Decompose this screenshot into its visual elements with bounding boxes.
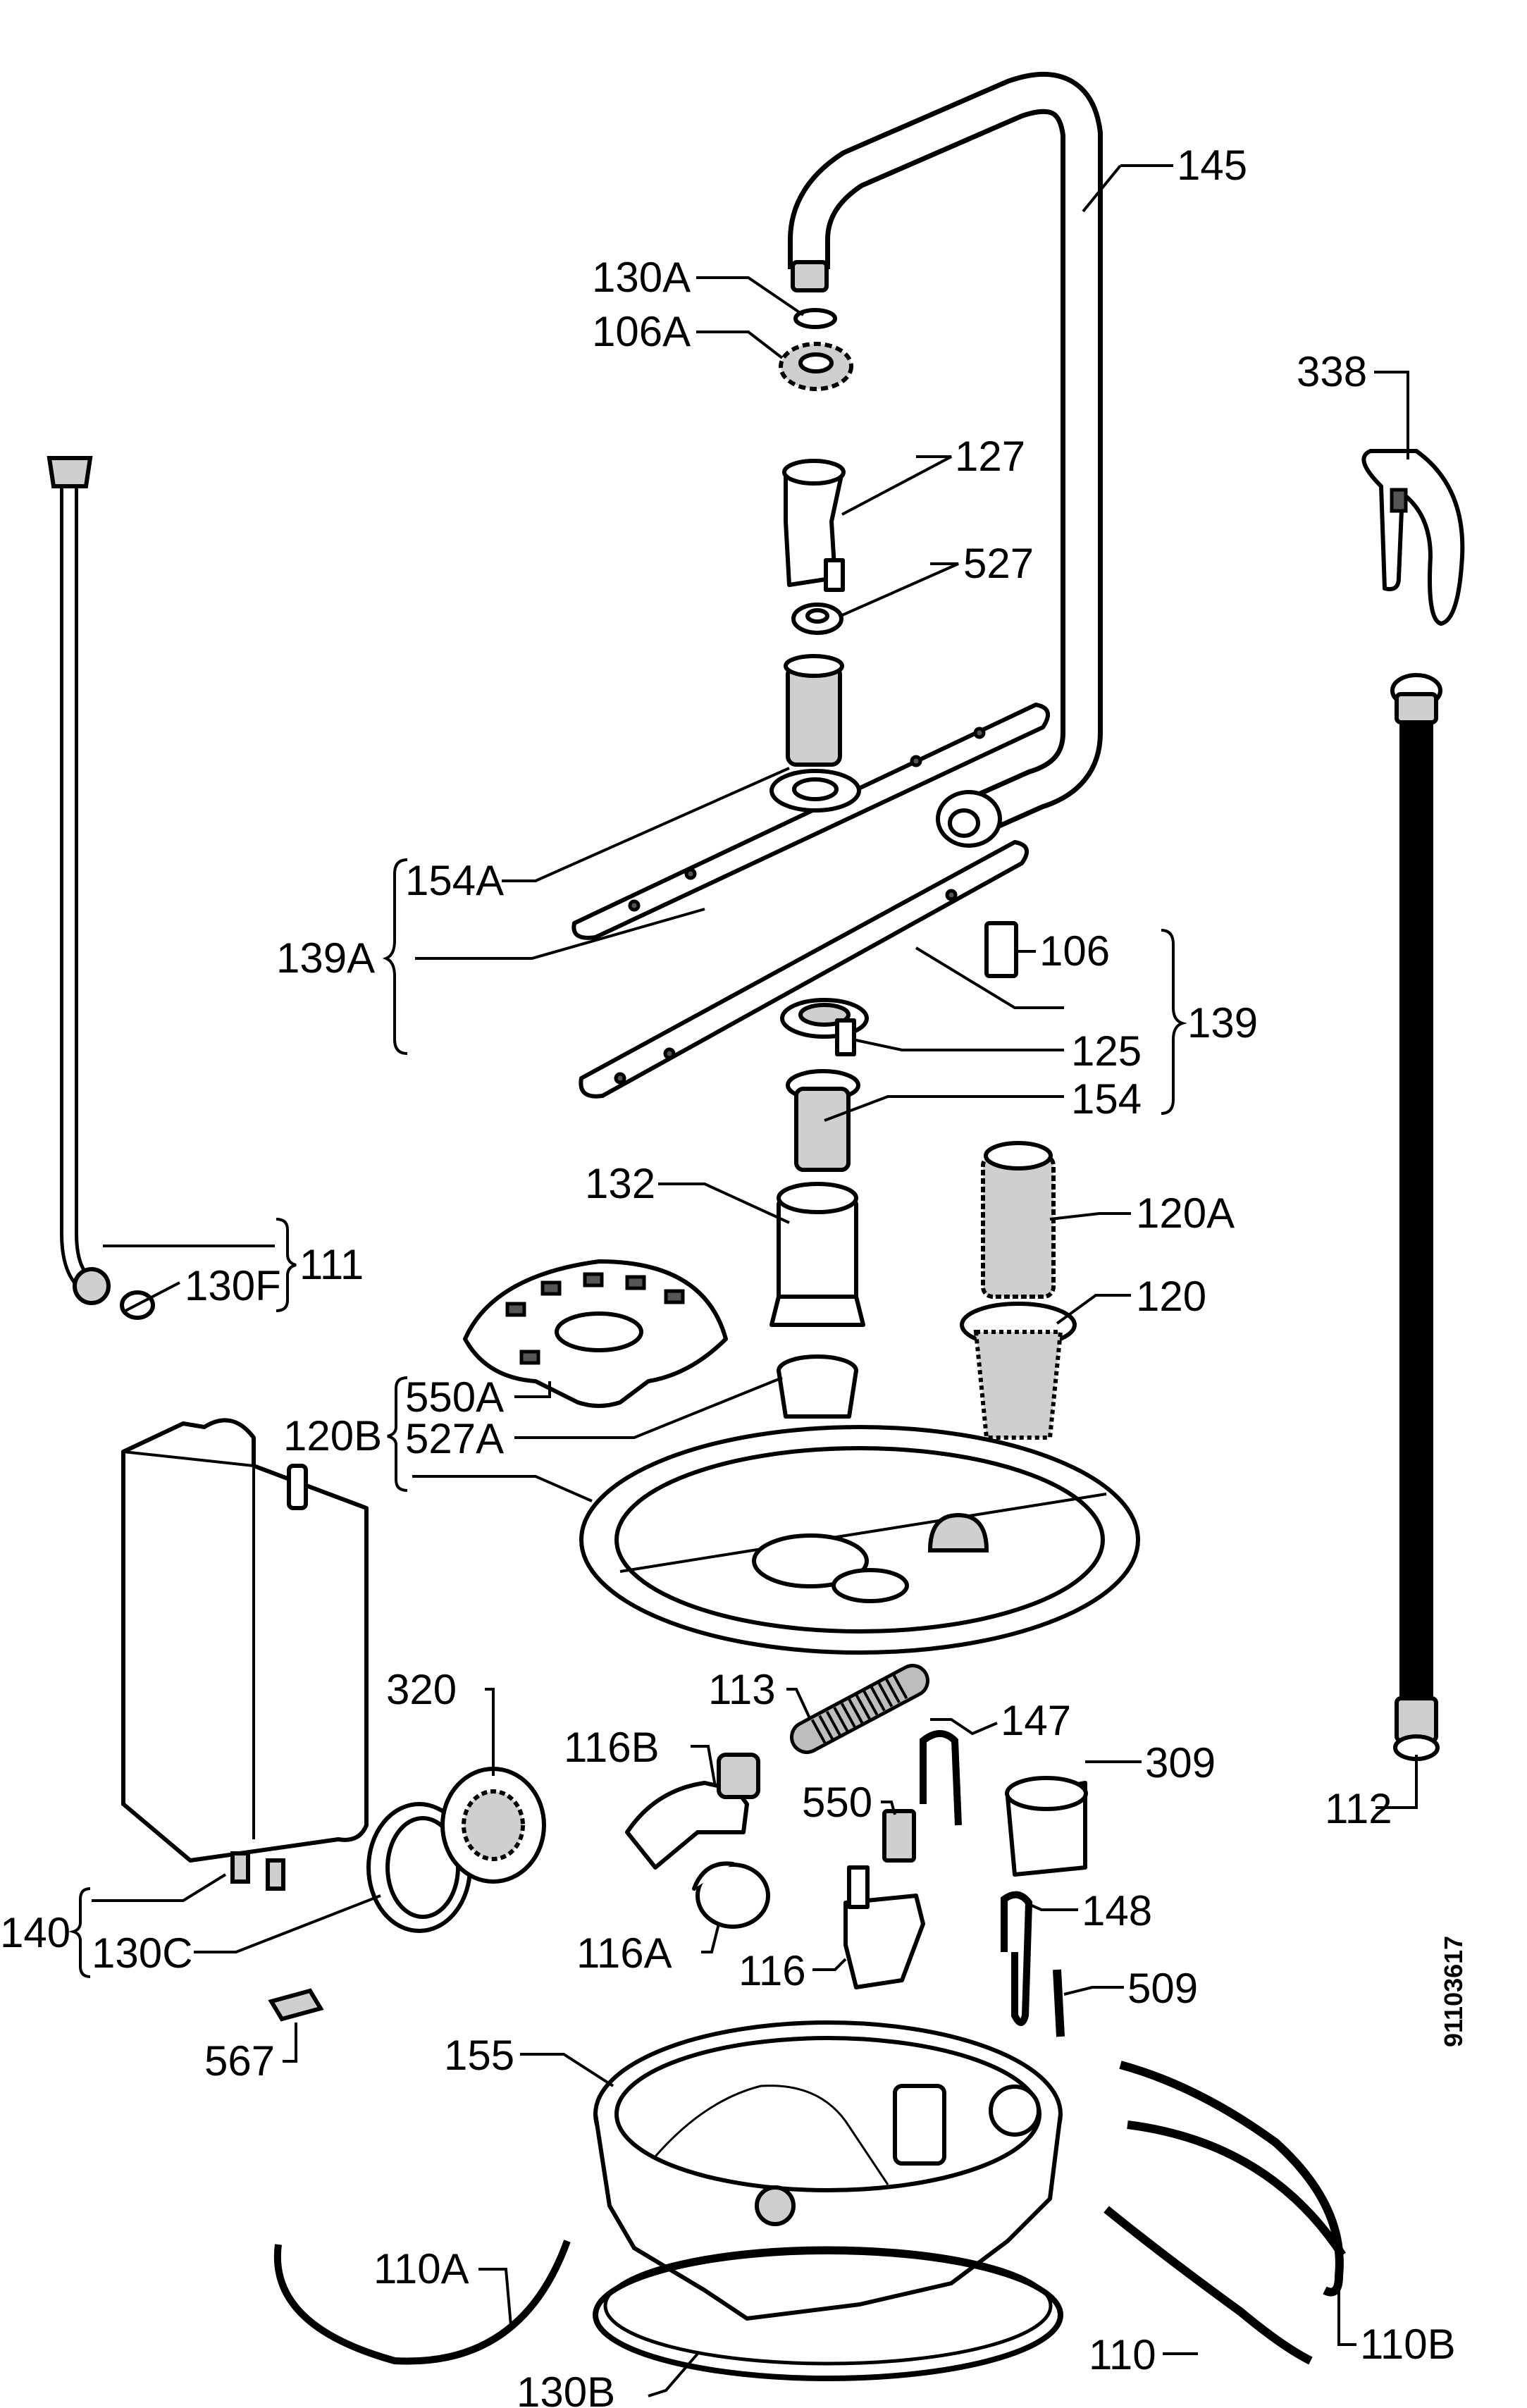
label-154a: 154A	[405, 857, 504, 904]
part-148-bracket	[1001, 1891, 1033, 2026]
label-527: 527	[963, 540, 1034, 587]
label-120b: 120B	[283, 1412, 382, 1459]
label-116b: 116B	[564, 1724, 660, 1771]
label-120: 120	[1136, 1273, 1206, 1320]
label-130f: 130F	[185, 1262, 281, 1309]
part-140-softener-tank	[121, 1418, 369, 1891]
leader-lines	[92, 164, 1418, 2397]
label-130a-top: 130A	[592, 254, 691, 301]
label-155: 155	[444, 2032, 514, 2079]
part-130b-gasket	[593, 2246, 1063, 2381]
part-111-inlet-hose	[47, 456, 111, 1305]
part-112-drain-hose	[1390, 673, 1442, 1761]
part-550a-filter-plate	[463, 1259, 728, 1408]
label-111: 111	[299, 1241, 364, 1288]
label-338: 338	[1297, 348, 1367, 395]
label-527a: 527A	[405, 1415, 504, 1462]
label-106a: 106A	[592, 308, 691, 355]
label-110: 110	[1089, 2331, 1156, 2378]
part-550-block	[882, 1809, 916, 1863]
part-338-hose-clip	[1361, 449, 1465, 626]
part-309-cap	[1005, 1776, 1088, 1877]
label-320: 320	[386, 1666, 457, 1713]
label-110a: 110A	[373, 2245, 469, 2292]
label-116a: 116A	[576, 1930, 672, 1977]
part-116a-valve-flap	[692, 1861, 770, 1929]
part-154a-upper-spray-arm	[571, 654, 1051, 940]
part-120a-micro-filter	[981, 1141, 1056, 1299]
part-110-hose	[1103, 2206, 1313, 2365]
part-132-pipe	[769, 1182, 865, 1327]
label-139a: 139A	[276, 934, 375, 982]
part-155-sump	[593, 2020, 1063, 2321]
braces	[68, 858, 1187, 1978]
part-527-ring	[791, 603, 843, 635]
part-127-nozzle	[782, 459, 846, 592]
label-139: 139	[1187, 999, 1258, 1046]
label-110b: 110B	[1360, 2321, 1456, 2368]
label-309: 309	[1145, 1739, 1216, 1786]
label-125: 125	[1071, 1027, 1142, 1075]
part-130a-o-ring	[793, 308, 837, 329]
part-154-tube	[786, 1069, 860, 1172]
part-567-clip	[268, 1988, 324, 2022]
part-147-u-clip	[920, 1730, 962, 1826]
part-110a-curved-hose	[273, 2240, 571, 2365]
label-145: 145	[1177, 142, 1247, 189]
label-147: 147	[1001, 1697, 1071, 1744]
label-112: 112	[1325, 1785, 1392, 1832]
part-106-clip	[984, 921, 1018, 978]
part-145-supply-pipe	[788, 71, 1103, 848]
label-550: 550	[802, 1779, 872, 1826]
part-110b-loop-hose	[1119, 2061, 1347, 2297]
label-106: 106	[1039, 927, 1110, 975]
part-320-rotor	[440, 1767, 546, 1884]
part-106a-gear-nut	[779, 342, 853, 391]
part-116b-valve-housing	[625, 1753, 760, 1870]
label-140: 140	[0, 1909, 70, 1956]
label-509: 509	[1127, 1965, 1198, 2012]
part-125-bearing	[780, 998, 869, 1056]
part-527a-connector	[777, 1354, 858, 1419]
label-154: 154	[1071, 1075, 1142, 1123]
label-127: 127	[955, 433, 1025, 480]
label-120a: 120A	[1136, 1190, 1235, 1237]
part-116-valve-body	[843, 1865, 925, 1989]
label-113: 113	[708, 1666, 776, 1713]
label-148: 148	[1082, 1887, 1152, 1934]
label-130b: 130B	[517, 2369, 615, 2408]
label-130c: 130C	[92, 1930, 192, 1977]
label-116: 116	[738, 1947, 806, 1994]
part-113-pipe	[790, 1664, 929, 1754]
part-139-lower-spray-arm	[579, 840, 1030, 1099]
label-567: 567	[204, 2037, 275, 2085]
part-509-pin	[1053, 1969, 1065, 2037]
part-120-filter-cup	[960, 1302, 1077, 1440]
label-132: 132	[585, 1160, 655, 1207]
label-550a: 550A	[405, 1373, 504, 1421]
part-120b-filter-tray	[579, 1425, 1140, 1655]
part-labels: 145 130A 106A 338 127 527 154A 139A 106 …	[0, 142, 1456, 2408]
document-id: 91103617	[1439, 1936, 1468, 2047]
